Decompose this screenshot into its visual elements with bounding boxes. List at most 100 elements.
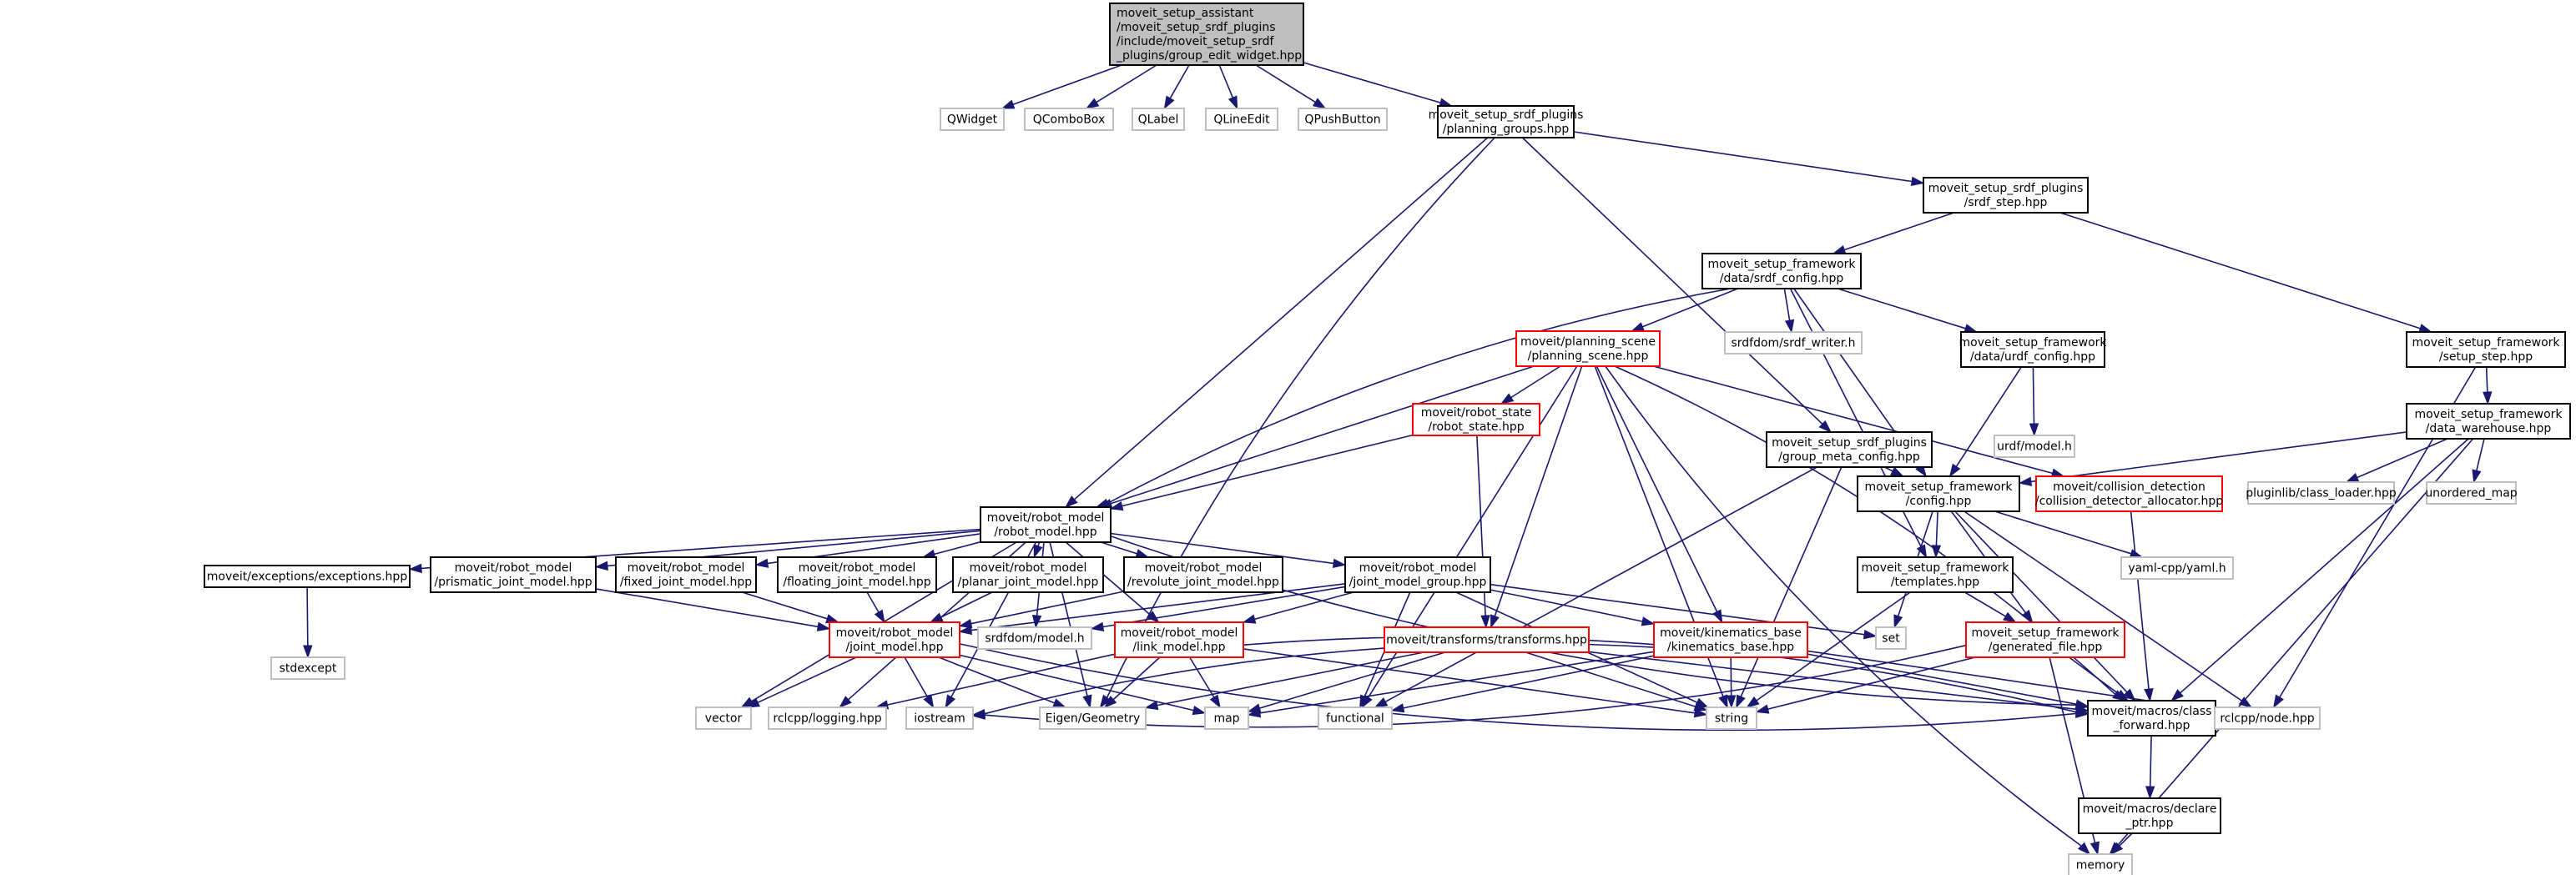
nodes-layer: moveit_setup_assistant/moveit_setup_srdf… [204, 3, 2571, 875]
edge-exceptions-to-stdexcept [306, 586, 309, 646]
edge-transforms-to-class_forward [1588, 651, 2077, 711]
node-urdf-config[interactable]: moveit_setup_framework/data/urdf_config.… [1958, 331, 2107, 368]
arrowhead-config-to-generated_file [2021, 609, 2034, 624]
edge-srdf_config-to-robot_model [1107, 288, 1732, 505]
arrowhead-root-to-qlineedit [1228, 95, 1238, 110]
edge-kinematics_base-to-class_forward [1807, 653, 2077, 705]
node-box [2120, 556, 2234, 580]
node-label-line: moveit/macros/class [2092, 705, 2212, 718]
node-box [270, 656, 345, 680]
edge-link_model-to-map [1189, 656, 1215, 698]
node-joint-model[interactable]: moveit/robot_model/joint_model.hpp [829, 621, 960, 658]
node-box [2426, 481, 2517, 505]
node-srdf-step[interactable]: moveit_setup_srdf_plugins/srdf_step.hpp [1923, 177, 2089, 214]
node-generated-file[interactable]: moveit_setup_framework/generated_file.hp… [1965, 621, 2125, 658]
node-floating[interactable]: moveit/robot_model/floating_joint_model.… [777, 556, 937, 593]
arrowhead-root-to-qpushbutton [1312, 98, 1327, 109]
node-box [2087, 700, 2216, 737]
node-group-meta-config[interactable]: moveit_setup_srdf_plugins/group_meta_con… [1766, 431, 1933, 468]
node-planning-groups[interactable]: moveit_setup_srdf_plugins/planning_group… [1429, 105, 1584, 138]
node-class-forward[interactable]: moveit/macros/class_forward.hpp [2087, 700, 2216, 737]
edge-planning_scene-to-kinematics_base [1596, 365, 1718, 612]
arrowhead-templates-to-string [1746, 696, 1760, 708]
arrowhead-srdf_config-to-planning_scene [1631, 322, 1645, 332]
arrowhead-revolute-to-joint_model [958, 619, 973, 629]
node-label-line: moveit_setup_framework [1707, 258, 1856, 271]
edge-urdf_config-to-urdf_model [2032, 366, 2035, 425]
node-label-line: srdfdom/srdf_writer.h [1731, 337, 1855, 350]
node-label-line: /link_model.hpp [1132, 641, 1225, 654]
node-label-line: moveit_setup_framework [2414, 408, 2563, 421]
edge-srdf_config-to-urdf_config [1837, 288, 1966, 329]
node-root[interactable]: moveit_setup_assistant/moveit_setup_srdf… [1109, 3, 1304, 66]
arrowhead-collision_alloc-to-class_forward [2144, 688, 2154, 702]
node-label-line: /kinematics_base.hpp [1667, 641, 1794, 654]
node-fixed[interactable]: moveit/robot_model/fixed_joint_model.hpp [615, 556, 757, 593]
node-srdf-model: srdfdom/model.h [977, 626, 1092, 650]
arrowhead-data_warehouse-to-class_loader [2345, 473, 2360, 483]
edge-root-to-qwidget [1012, 64, 1122, 105]
node-planning-scene[interactable]: moveit/planning_scene/planning_scene.hpp [1515, 330, 1661, 367]
node-logging: rclcpp/logging.hpp [768, 707, 887, 730]
node-templates[interactable]: moveit_setup_framework/templates.hpp [1857, 556, 2014, 593]
edge-floating-to-joint_model [866, 591, 880, 613]
node-label-line: moveit/robot_state [1421, 406, 1532, 420]
node-eigen: Eigen/Geometry [1039, 707, 1147, 730]
node-label-line: urdf/model.h [1997, 440, 2072, 454]
node-string: string [1706, 707, 1757, 730]
node-label-line: yaml-cpp/yaml.h [2128, 562, 2226, 576]
arrowhead-kinematics_base-to-class_forward [2074, 699, 2090, 709]
node-robot-state[interactable]: moveit/robot_state/robot_state.hpp [1412, 403, 1540, 436]
node-config[interactable]: moveit_setup_framework/config.hpp [1857, 475, 2020, 512]
edge-group_meta_config-to-functional [1384, 466, 1817, 703]
node-kinematics-base[interactable]: moveit/kinematics_base/kinematics_base.h… [1653, 621, 1808, 658]
node-srdf-config[interactable]: moveit_setup_framework/data/srdf_config.… [1701, 253, 1862, 289]
node-data-warehouse[interactable]: moveit_setup_framework/data_warehouse.hp… [2406, 403, 2571, 440]
node-revolute[interactable]: moveit/robot_model/revolute_joint_model.… [1123, 556, 1283, 593]
arrowhead-link_model-to-string [1693, 708, 1708, 718]
node-label-line: moveit_setup_framework [1864, 480, 2013, 494]
node-robot-model[interactable]: moveit/robot_model/robot_model.hpp [980, 506, 1112, 543]
node-jmg[interactable]: moveit/robot_model/joint_model_group.hpp [1344, 556, 1491, 593]
node-label-line: /revolute_joint_model.hpp [1127, 576, 1279, 589]
edge-jmg-to-link_model [1254, 591, 1354, 621]
node-map: map [1204, 707, 1249, 730]
edge-data_warehouse-to-class_forward [2180, 438, 2469, 694]
node-collision-alloc[interactable]: moveit/collision_detection/collision_det… [2035, 475, 2223, 512]
node-label-line: moveit/kinematics_base [1660, 626, 1802, 640]
node-box [1960, 331, 2105, 368]
arrowhead-prismatic-to-joint_model [816, 621, 831, 631]
node-declare-ptr[interactable]: moveit/macros/declare_ptr.hpp [2078, 797, 2221, 834]
node-qpushbutton: QPushButton [1298, 108, 1388, 131]
node-label-line: moveit_setup_framework [1958, 336, 2107, 349]
edge-root-to-planning_groups [1303, 62, 1441, 103]
arrowhead-planning_scene-to-memory [2077, 842, 2091, 856]
node-setup-step[interactable]: moveit_setup_framework/setup_step.hpp [2406, 331, 2566, 368]
node-label-line: QComboBox [1033, 113, 1105, 127]
arrowhead-setup_step-to-data_warehouse [2483, 391, 2493, 405]
arrowhead-exceptions-to-stdexcept [303, 645, 313, 659]
edge-srdf_config-to-planning_scene [1642, 288, 1738, 328]
node-box [829, 621, 960, 658]
arrowhead-generated_file-to-iostream [971, 710, 986, 720]
edge-link_model-to-logging [887, 653, 1116, 706]
edge-transforms-to-map [1259, 651, 1446, 709]
node-label-line: moveit_setup_srdf_plugins [1772, 436, 1927, 450]
edge-planning_scene-to-transforms [1494, 365, 1583, 617]
arrowhead-planning_scene-to-robot_state [1500, 393, 1515, 405]
node-box [1857, 556, 2014, 593]
arrowhead-generated_file-to-memory [2090, 841, 2100, 856]
node-prismatic[interactable]: moveit/robot_model/prismatic_joint_model… [430, 556, 597, 593]
node-box [977, 626, 1092, 650]
arrowhead-joint_model-to-eigen [1052, 698, 1067, 708]
node-planar[interactable]: moveit/robot_model/planar_joint_model.hp… [952, 556, 1104, 593]
arrowhead-kinematics_base-to-map [1247, 708, 1262, 718]
node-link-model[interactable]: moveit/robot_model/link_model.hpp [1114, 621, 1244, 658]
node-transforms[interactable]: moveit/transforms/transforms.hpp [1384, 626, 1590, 653]
node-box [1724, 331, 1863, 355]
node-label-line: /srdf_step.hpp [1964, 196, 2048, 209]
arrowhead-planar-to-joint_model [929, 612, 944, 623]
node-exceptions[interactable]: moveit/exceptions/exceptions.hpp [204, 565, 411, 588]
arrowhead-transforms-to-eigen [1144, 700, 1159, 711]
node-label-line: /include/moveit_setup_srdf [1117, 35, 1274, 48]
